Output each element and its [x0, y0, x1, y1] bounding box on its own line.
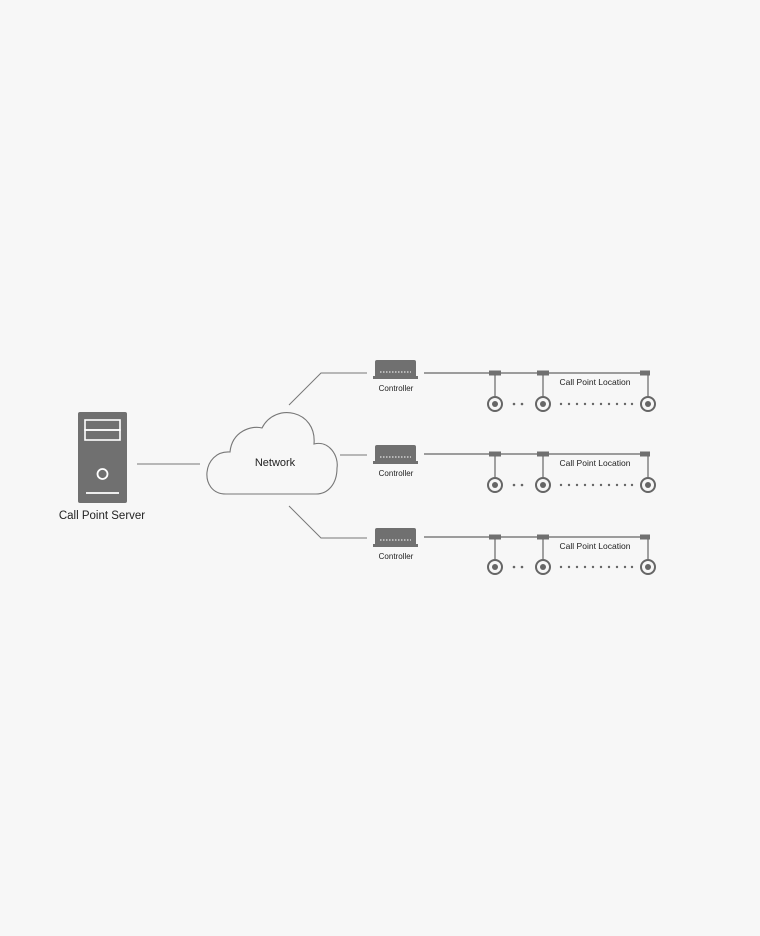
controller-label: Controller [379, 469, 414, 478]
controller-icon [373, 528, 418, 547]
server-icon [78, 412, 127, 503]
controller-row-3: Controller Call Point Location [373, 528, 656, 575]
ellipsis-dots-long [559, 483, 634, 487]
controller-label: Controller [379, 552, 414, 561]
bus-tap [640, 534, 650, 540]
call-point-icon [487, 477, 503, 493]
ellipsis-dots-short [512, 565, 524, 569]
call-point-icon [535, 396, 551, 412]
call-point-icon [535, 559, 551, 575]
call-point-icon [640, 477, 656, 493]
bus-tap [537, 534, 549, 540]
controller-row-1: Controller Call Point Location [373, 360, 656, 412]
ellipsis-dots-long [559, 402, 634, 406]
controller-label: Controller [379, 384, 414, 393]
call-point-icon [640, 396, 656, 412]
bus-tap [489, 451, 501, 457]
bus-tap [489, 534, 501, 540]
network-link-1 [288, 372, 367, 406]
call-point-icon [487, 396, 503, 412]
call-point-location-label: Call Point Location [560, 458, 631, 468]
call-point-icon [487, 559, 503, 575]
controller-icon [373, 360, 418, 379]
network-cloud-icon [206, 412, 338, 495]
bus-tap [640, 370, 650, 376]
call-point-location-label: Call Point Location [560, 541, 631, 551]
call-point-location-label: Call Point Location [560, 377, 631, 387]
controller-icon [373, 445, 418, 464]
network-label: Network [255, 457, 296, 469]
ellipsis-dots-short [512, 483, 524, 487]
bus-tap [537, 451, 549, 457]
network-link-3 [288, 505, 367, 539]
ellipsis-dots-short [512, 402, 524, 406]
controller-row-2: Controller Call Point Location [373, 445, 656, 493]
bus-tap [489, 370, 501, 376]
bus-tap [640, 451, 650, 457]
call-point-icon [535, 477, 551, 493]
call-point-icon [640, 559, 656, 575]
server-label: Call Point Server [59, 510, 145, 522]
bus-tap [537, 370, 549, 376]
ellipsis-dots-long [559, 565, 634, 569]
